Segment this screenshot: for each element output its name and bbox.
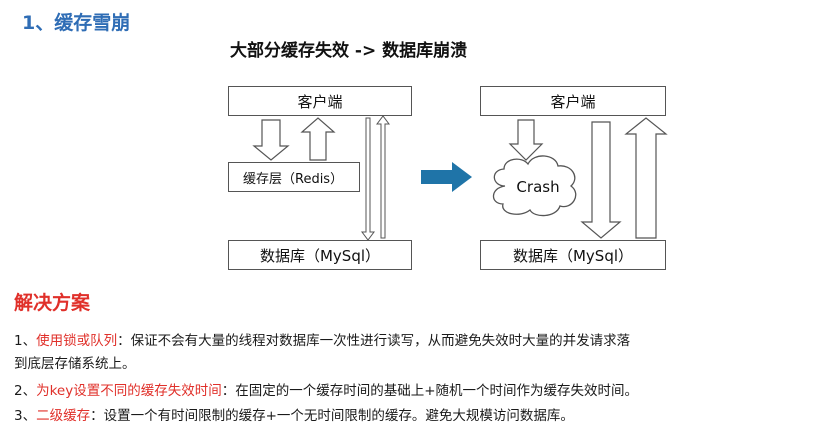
db-flood-arrow-down-icon — [580, 121, 622, 239]
section-heading: 1、缓存雪崩 — [22, 12, 131, 34]
solution-item-1-highlight: 使用锁或队列 — [36, 333, 118, 349]
solution-item-1-prefix: 1、 — [14, 333, 37, 349]
diagram-title: 大部分缓存失效 -> 数据库崩溃 — [230, 41, 468, 61]
crash-label: Crash — [516, 178, 560, 196]
db-flood-arrow-up-icon — [624, 117, 668, 239]
solution-item-1: 1、使用锁或队列：保证不会有大量的线程对数据库一次性进行读写，从而避免失效时大量… — [14, 330, 630, 352]
response-arrow-up-icon — [300, 117, 336, 161]
left-client-label: 客户端 — [297, 92, 343, 111]
solution-item-2-text: ：在固定的一个缓存时间的基础上+随机一个时间作为缓存失效时间。 — [221, 383, 639, 399]
right-database-label: 数据库（MySql） — [512, 246, 634, 265]
solution-item-3-prefix: 3、 — [14, 408, 37, 424]
solution-item-2-prefix: 2、 — [14, 383, 37, 399]
right-database-box: 数据库（MySql） — [480, 240, 666, 270]
left-client-box: 客户端 — [228, 86, 412, 116]
crash-cloud-icon — [492, 155, 577, 217]
solution-item-3: 3、二级缓存：设置一个有时间限制的缓存+一个无时间限制的缓存。避免大规模访问数据… — [14, 405, 574, 427]
right-client-box: 客户端 — [480, 86, 666, 116]
db-request-arrow-down-icon — [361, 117, 375, 241]
solution-item-1-text: ：保证不会有大量的线程对数据库一次性进行读写，从而避免失效时大量的并发请求落 — [117, 333, 631, 349]
solution-item-3-highlight: 二级缓存 — [36, 408, 91, 424]
right-client-label: 客户端 — [550, 92, 596, 111]
solution-item-1-continuation: 到底层存储系统上。 — [14, 356, 136, 372]
solution-item-3-text: ：设置一个有时间限制的缓存+一个无时间限制的缓存。避免大规模访问数据库。 — [90, 408, 574, 424]
request-arrow-down-icon — [252, 119, 290, 161]
cache-layer-label: 缓存层（Redis） — [243, 171, 344, 187]
transition-arrow-icon — [421, 162, 472, 192]
crash-request-arrow-down-icon — [508, 119, 544, 161]
left-database-label: 数据库（MySql） — [259, 246, 381, 265]
solution-title: 解决方案 — [14, 292, 91, 314]
solution-item-2: 2、为key设置不同的缓存失效时间：在固定的一个缓存时间的基础上+随机一个时间作… — [14, 380, 638, 402]
left-database-box: 数据库（MySql） — [228, 240, 412, 270]
cache-layer-box: 缓存层（Redis） — [228, 162, 360, 192]
db-response-arrow-up-icon — [376, 115, 390, 239]
solution-item-2-highlight: 为key设置不同的缓存失效时间 — [36, 383, 222, 399]
